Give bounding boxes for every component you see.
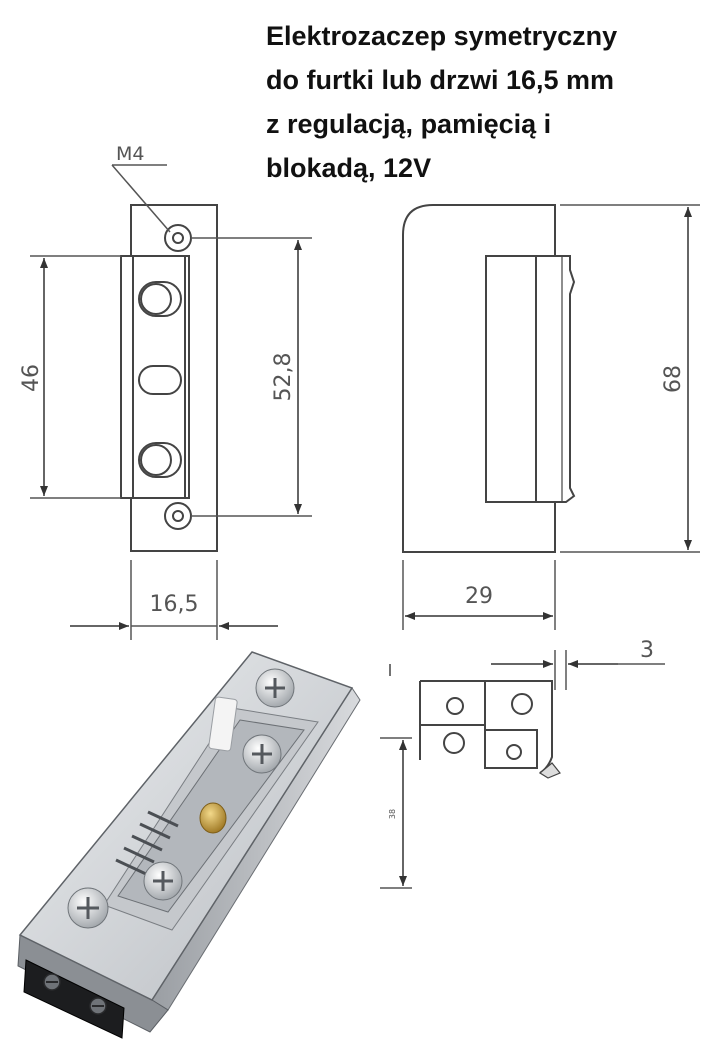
detail-view	[389, 664, 561, 779]
screw-1	[255, 668, 295, 708]
mounting-hole-top	[164, 224, 192, 252]
detail-hole-3	[443, 732, 465, 754]
title-line-3: z regulacją, pamięcią i	[266, 109, 552, 139]
adjust-knob-bottom	[138, 442, 182, 478]
side-latch	[485, 255, 576, 503]
dim-small-label: 38	[388, 809, 397, 819]
brass-adjuster	[199, 802, 227, 834]
dimension-small: 38	[380, 737, 412, 889]
title-line-4: blokadą, 12V	[266, 153, 432, 183]
screw-3	[143, 861, 183, 901]
dimension-29: 29	[402, 560, 556, 630]
title-line-1: Elektrozaczep symetryczny	[266, 21, 618, 51]
dimension-68: 68	[560, 204, 700, 553]
screw-2	[242, 734, 282, 774]
adjust-knob-top	[138, 281, 182, 317]
front-view	[120, 204, 218, 552]
dim-68-label: 68	[661, 365, 686, 393]
thread-label: M4	[116, 143, 144, 165]
dim-16-5-label: 16,5	[150, 592, 199, 617]
dim-29-label: 29	[465, 584, 493, 609]
detail-hole-1	[446, 697, 464, 715]
dimension-16-5: 16,5	[70, 560, 278, 640]
product-photo	[17, 651, 361, 1039]
slider-ribs	[115, 810, 179, 876]
dimension-46: 46	[19, 255, 121, 499]
white-tab	[208, 696, 238, 752]
terminal-block	[23, 959, 125, 1039]
dim-3-label: 3	[640, 638, 654, 663]
dimension-3: 3	[491, 638, 665, 690]
screw-4	[67, 887, 109, 929]
product-title: Elektrozaczep symetryczny do furtki lub …	[266, 14, 676, 190]
slot-middle	[138, 365, 182, 395]
title-line-2: do furtki lub drzwi 16,5 mm	[266, 65, 615, 95]
dim-52-8-label: 52,8	[271, 353, 296, 402]
dim-46-label: 46	[19, 364, 44, 392]
mounting-hole-bottom	[164, 502, 192, 530]
side-view	[402, 204, 576, 553]
detail-hole-2	[511, 693, 533, 715]
thread-callout: M4	[111, 143, 171, 233]
dimension-52-8: 52,8	[191, 237, 312, 517]
side-housing	[402, 204, 556, 553]
detail-hole-4	[506, 744, 522, 760]
